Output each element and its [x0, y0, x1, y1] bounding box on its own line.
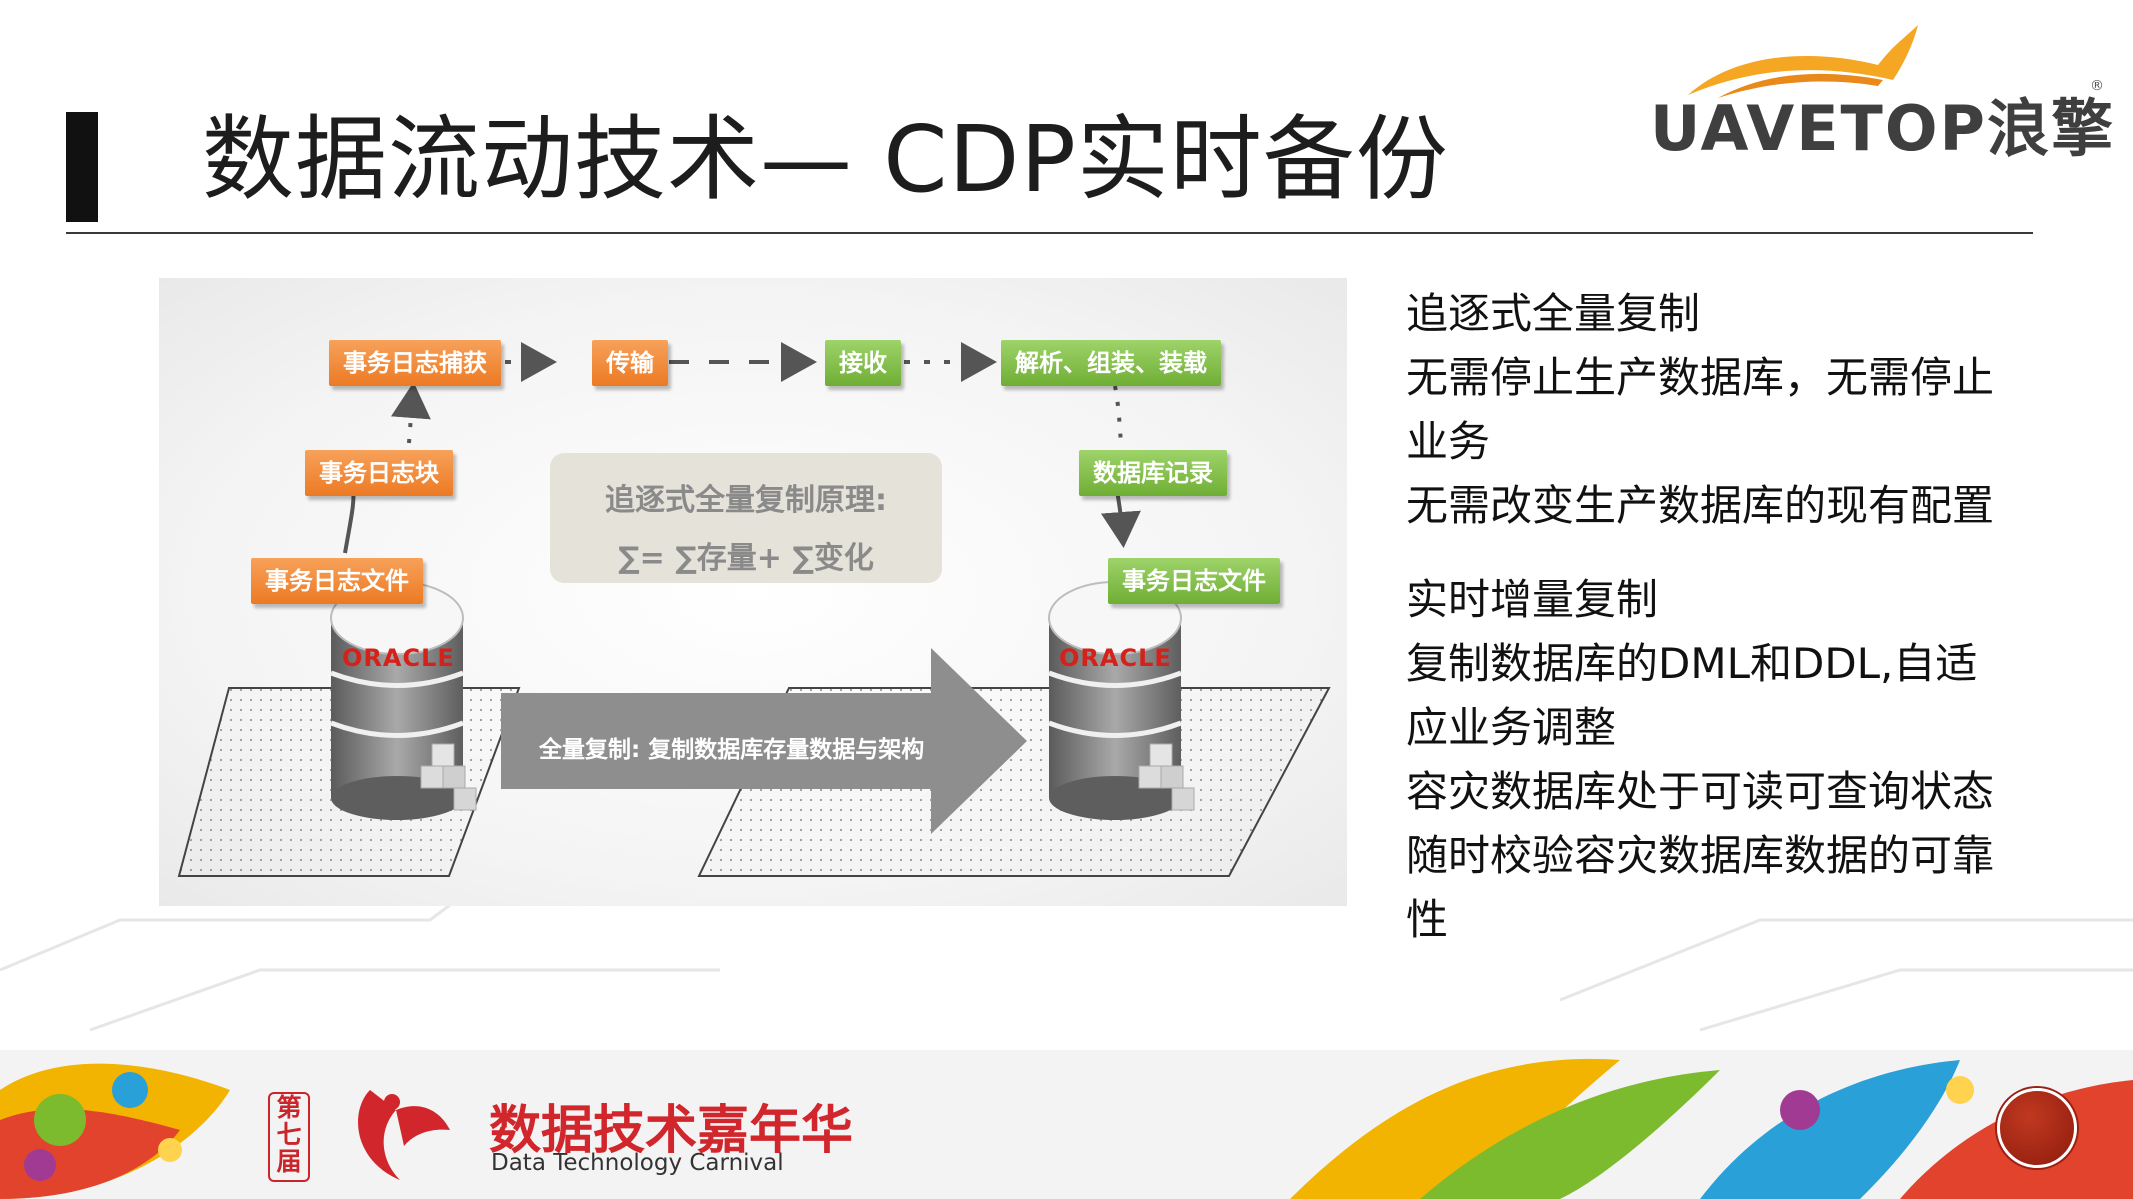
logo-wordmark: UAVETOP浪擎: [1650, 92, 2115, 165]
event-subtitle: Data Technology Carnival: [491, 1150, 784, 1176]
oracle-right-label: ORACLE: [1059, 644, 1172, 672]
feature-line: 复制数据库的DML和DDL,自适: [1406, 639, 1978, 688]
feature-line: 追逐式全量复制: [1406, 289, 1701, 338]
feature-line: 实时增量复制: [1406, 575, 1659, 624]
tag-parse-load: 解析、组装、装载: [1001, 340, 1221, 386]
page-indicator-icon: [1997, 1088, 2077, 1168]
feature-line: 随时校验容灾数据库数据的可靠: [1406, 831, 1995, 880]
principle-formula: ∑= ∑存量+ ∑变化: [618, 541, 874, 576]
feature-line: 无需停止生产数据库，无需停止: [1406, 353, 1995, 402]
group-spacer: [1406, 538, 2046, 568]
title-marker: [66, 112, 98, 222]
feature-line: 性: [1406, 895, 1449, 944]
uavetop-logo: UAVETOP浪擎 ®: [1650, 20, 2113, 165]
feature-line: 无需改变生产数据库的现有配置: [1406, 481, 1995, 530]
oracle-left-label: ORACLE: [342, 644, 455, 672]
tag-log-capture: 事务日志捕获: [329, 340, 501, 386]
logo-flame-icon: [1688, 25, 1918, 98]
cdp-diagram: 事务日志捕获 传输 接收 解析、组装、装载 事务日志块 事务日志文件 数据库记录…: [159, 278, 1347, 906]
left-database-icon: [330, 581, 477, 820]
tag-receive: 接收: [825, 340, 901, 386]
full-copy-label: 全量复制: 复制数据库存量数据与架构: [539, 737, 925, 763]
left-color-splash: [0, 1063, 230, 1199]
right-database-icon: [1048, 581, 1195, 820]
edition-badge: 第七届: [268, 1092, 310, 1182]
principle-box: 追逐式全量复制原理: ∑= ∑存量+ ∑变化: [550, 453, 942, 583]
tag-db-record: 数据库记录: [1079, 450, 1227, 496]
feature-list: 追逐式全量复制 无需停止生产数据库，无需停止 业务 无需改变生产数据库的现有配置…: [1406, 282, 2046, 952]
principle-title: 追逐式全量复制原理:: [605, 483, 887, 518]
logo-registered-mark: ®: [2090, 78, 2104, 94]
page-title: 数据流动技术— CDP实时备份: [202, 106, 1449, 213]
tag-right-log-file: 事务日志文件: [1108, 558, 1280, 604]
full-copy-arrow: [501, 648, 1027, 834]
feature-line: 应业务调整: [1406, 703, 1617, 752]
tag-log-block: 事务日志块: [305, 450, 453, 496]
title-divider: [66, 232, 2033, 234]
tag-transmit: 传输: [592, 340, 668, 386]
feature-line: 容灾数据库处于可读可查询状态: [1406, 767, 1995, 816]
feature-line: 业务: [1406, 417, 1491, 466]
tag-left-log-file: 事务日志文件: [251, 558, 423, 604]
event-title: 数据技术嘉年华: [489, 1101, 854, 1161]
banner-decoration: [0, 1058, 2133, 1199]
rooster-logo-icon: [358, 1090, 450, 1180]
